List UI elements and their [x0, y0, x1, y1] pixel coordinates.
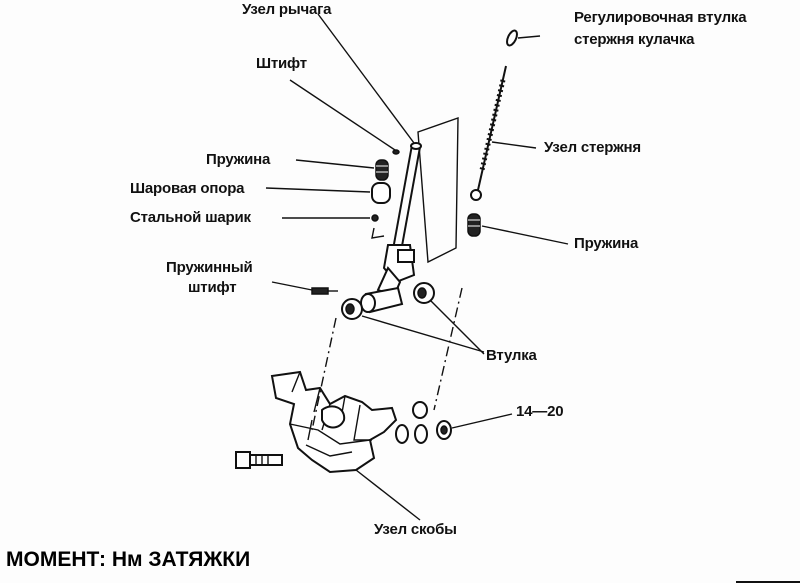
alignment-line-left [311, 317, 337, 431]
torque-caption: МОМЕНТ: Нм ЗАТЯЖКИ [6, 548, 250, 571]
label-bushing: Втулка [486, 347, 538, 364]
label-adjusting-bushing-line2: стержня кулачка [574, 31, 695, 48]
rod-assembly-part [470, 65, 507, 201]
label-spring-pin-line2: штифт [188, 279, 236, 296]
bushing-right-part [413, 282, 435, 304]
ball-seat-part [371, 182, 391, 204]
label-rod-assembly: Узел стержня [544, 139, 641, 156]
lever-assembly-part [360, 142, 422, 314]
spring-right-part [467, 213, 481, 237]
leader-lines [265, 13, 569, 521]
pin-part [392, 149, 400, 155]
label-torque-value: 14—20 [516, 403, 563, 420]
clip-mark [371, 227, 385, 239]
lever-outline-panel [417, 117, 459, 264]
bushing-left-part [341, 298, 363, 320]
washer-part [395, 401, 452, 444]
spring-left-part [375, 159, 389, 181]
label-ball-seat: Шаровая опора [130, 180, 245, 197]
spring-pin-part [311, 287, 338, 295]
bracket-assembly-part [270, 370, 398, 474]
label-lever-assembly: Узел рычага [242, 1, 332, 18]
steel-ball-part [371, 214, 379, 222]
adjusting-bushing-part [506, 29, 518, 47]
label-bracket-assembly: Узел скобы [374, 521, 457, 538]
label-spring-left: Пружина [206, 151, 271, 168]
label-spring-pin-line1: Пружинный [166, 259, 252, 276]
label-adjusting-bushing-line1: Регулировочная втулка [574, 9, 747, 26]
label-pin: Штифт [256, 55, 307, 72]
alignment-line-right [433, 287, 463, 411]
bolt-part [235, 451, 283, 469]
label-steel-ball: Стальной шарик [130, 209, 252, 226]
label-spring-right: Пружина [574, 235, 639, 252]
